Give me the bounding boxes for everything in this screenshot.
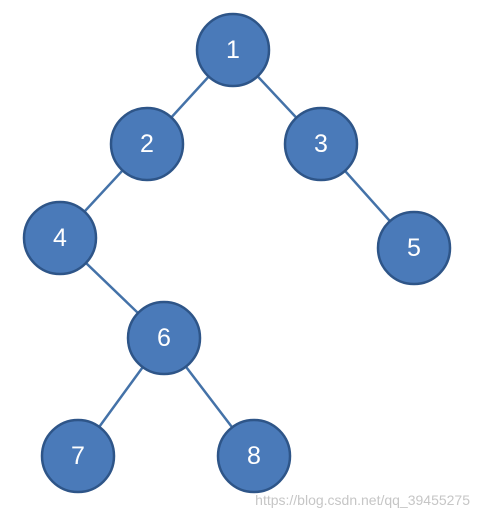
tree-node-3: 3	[283, 106, 359, 182]
node-circle	[126, 300, 202, 376]
tree-node-1: 1	[195, 12, 271, 88]
edges-layer	[59, 49, 415, 457]
node-label: 4	[53, 224, 67, 252]
node-circle	[376, 210, 452, 286]
node-circle	[216, 418, 292, 494]
tree-node-6: 6	[126, 300, 202, 376]
tree-node-2: 2	[109, 106, 185, 182]
node-label: 6	[157, 324, 171, 352]
tree-node-4: 4	[22, 200, 98, 276]
node-circle	[283, 106, 359, 182]
node-circle	[22, 200, 98, 276]
node-label: 8	[247, 442, 261, 470]
tree-node-8: 8	[216, 418, 292, 494]
watermark-url: https://blog.csdn.net/qq_39455275	[255, 492, 470, 508]
node-label: 5	[407, 234, 421, 262]
node-circle	[195, 12, 271, 88]
node-label: 3	[314, 130, 328, 158]
node-label: 7	[71, 442, 85, 470]
node-label: 2	[140, 130, 154, 158]
tree-node-5: 5	[376, 210, 452, 286]
tree-node-7: 7	[40, 418, 116, 494]
node-label: 1	[226, 36, 240, 64]
nodes-layer: 1 2 3 4 5 6 7 8	[22, 12, 452, 494]
node-circle	[40, 418, 116, 494]
node-circle	[109, 106, 185, 182]
